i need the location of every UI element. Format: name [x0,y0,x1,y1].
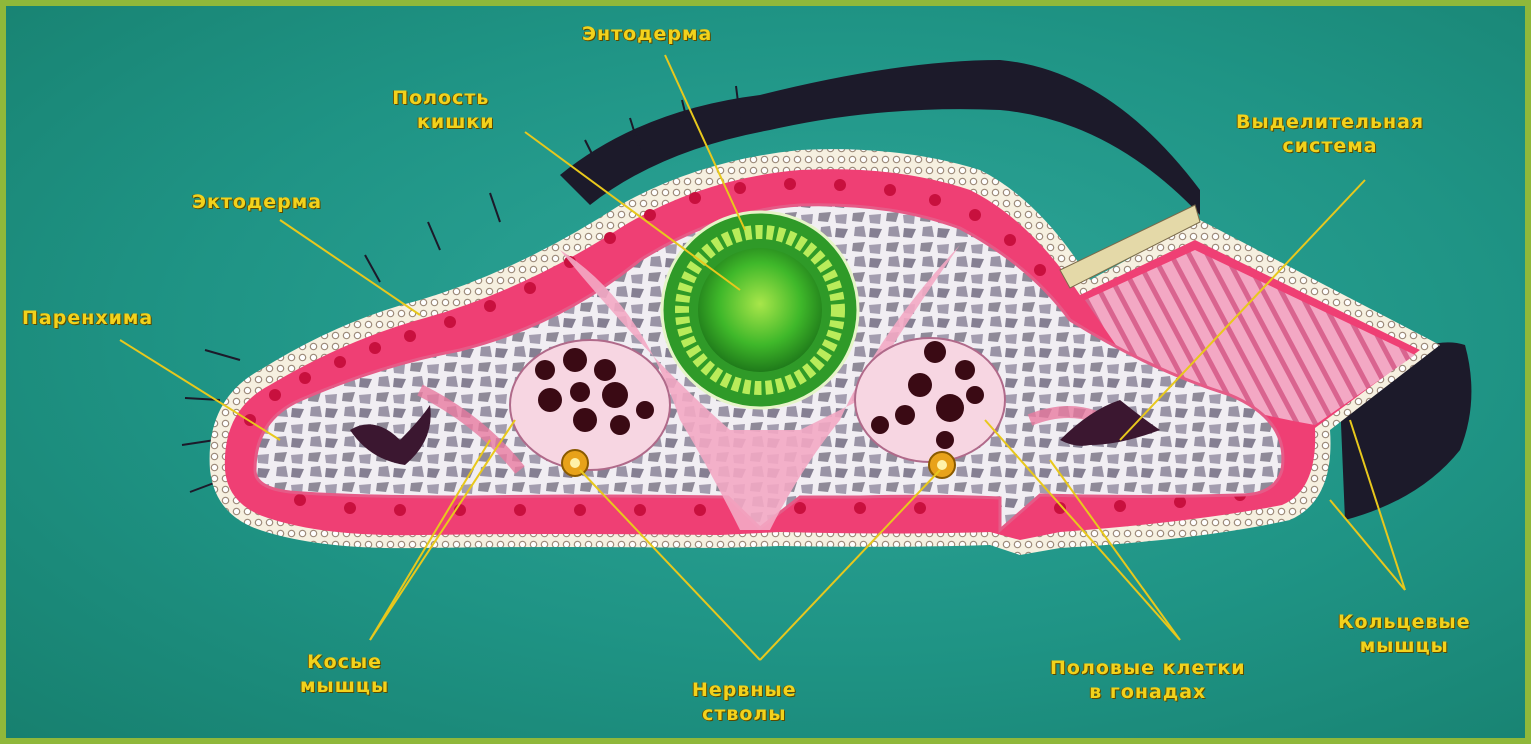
label-genital-line1: Половые клетки [1050,656,1246,680]
label-nerve-trunks: Нервные стволы [692,678,797,726]
label-genital-cells: Половые клетки в гонадах [1050,656,1246,704]
label-ectoderm: Эктодерма [192,190,322,214]
nerve-trunk-right [929,452,955,478]
gonad-left [510,340,670,470]
label-genital-line2: в гонадах [1050,680,1246,704]
diagram-canvas: Энтодерма Полость кишки Эктодерма Паренх… [6,6,1525,738]
label-nerve-line2: стволы [692,702,797,726]
leader-circular-2 [1330,500,1405,590]
label-oblique-muscles: Косые мышцы [300,650,389,698]
label-nerve-line1: Нервные [692,678,797,702]
label-ectoderm-text: Эктодерма [192,191,322,213]
leader-ectoderm [280,220,420,315]
label-oblique-line2: мышцы [300,674,389,698]
label-entoderm-text: Энтодерма [582,23,712,45]
label-circular-muscles: Кольцевые мышцы [1338,610,1471,658]
label-excretory: Выделительная система [1236,110,1424,158]
label-circular-line1: Кольцевые [1338,610,1471,634]
label-parenchyma-text: Паренхима [22,307,153,329]
label-gut-cavity: Полость кишки [387,86,495,134]
gut [662,212,858,408]
label-gut-cavity-line1: Полость [387,86,495,110]
gonad-right [855,338,1005,462]
label-circular-line2: мышцы [1338,634,1471,658]
label-parenchyma: Паренхима [22,306,153,330]
label-oblique-line1: Косые [300,650,389,674]
label-entoderm: Энтодерма [582,22,712,46]
nerve-trunk-left [562,450,588,476]
label-excretory-line1: Выделительная [1236,110,1424,134]
label-excretory-line2: система [1236,134,1424,158]
label-gut-cavity-line2: кишки [387,110,495,134]
